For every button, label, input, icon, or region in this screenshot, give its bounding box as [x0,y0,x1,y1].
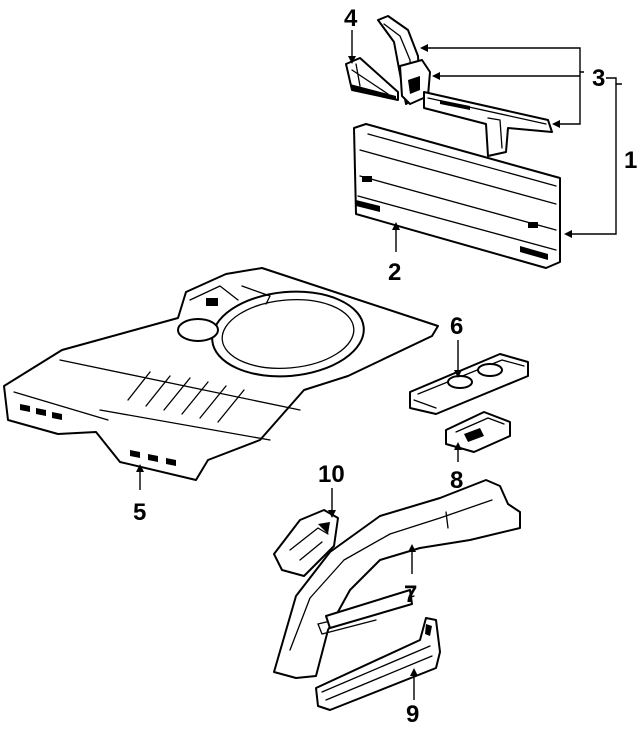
callout-1: 1 [624,147,637,174]
lower-extension-icon[interactable] [315,617,441,711]
rear-body-panel-icon[interactable] [353,123,561,269]
callout-2: 2 [388,259,401,286]
callout-6: 6 [450,313,463,340]
callout-5: 5 [133,499,146,526]
small-bracket-icon[interactable] [445,411,511,453]
mount-bracket-icon[interactable] [273,509,339,577]
leader-lines [136,30,622,700]
callout-10: 10 [318,461,345,488]
callout-9: 9 [406,701,419,728]
corner-gusset-icon[interactable] [345,57,399,101]
callout-4: 4 [344,5,358,32]
callout-3: 3 [592,65,605,92]
rear-floor-pan-icon[interactable] [3,267,439,481]
upper-panel-brace-icon[interactable] [377,15,553,157]
wheelhouse-icon[interactable] [273,479,521,679]
support-bracket-icon[interactable] [409,353,529,415]
callout-7: 7 [404,581,417,608]
callout-8: 8 [450,467,463,494]
